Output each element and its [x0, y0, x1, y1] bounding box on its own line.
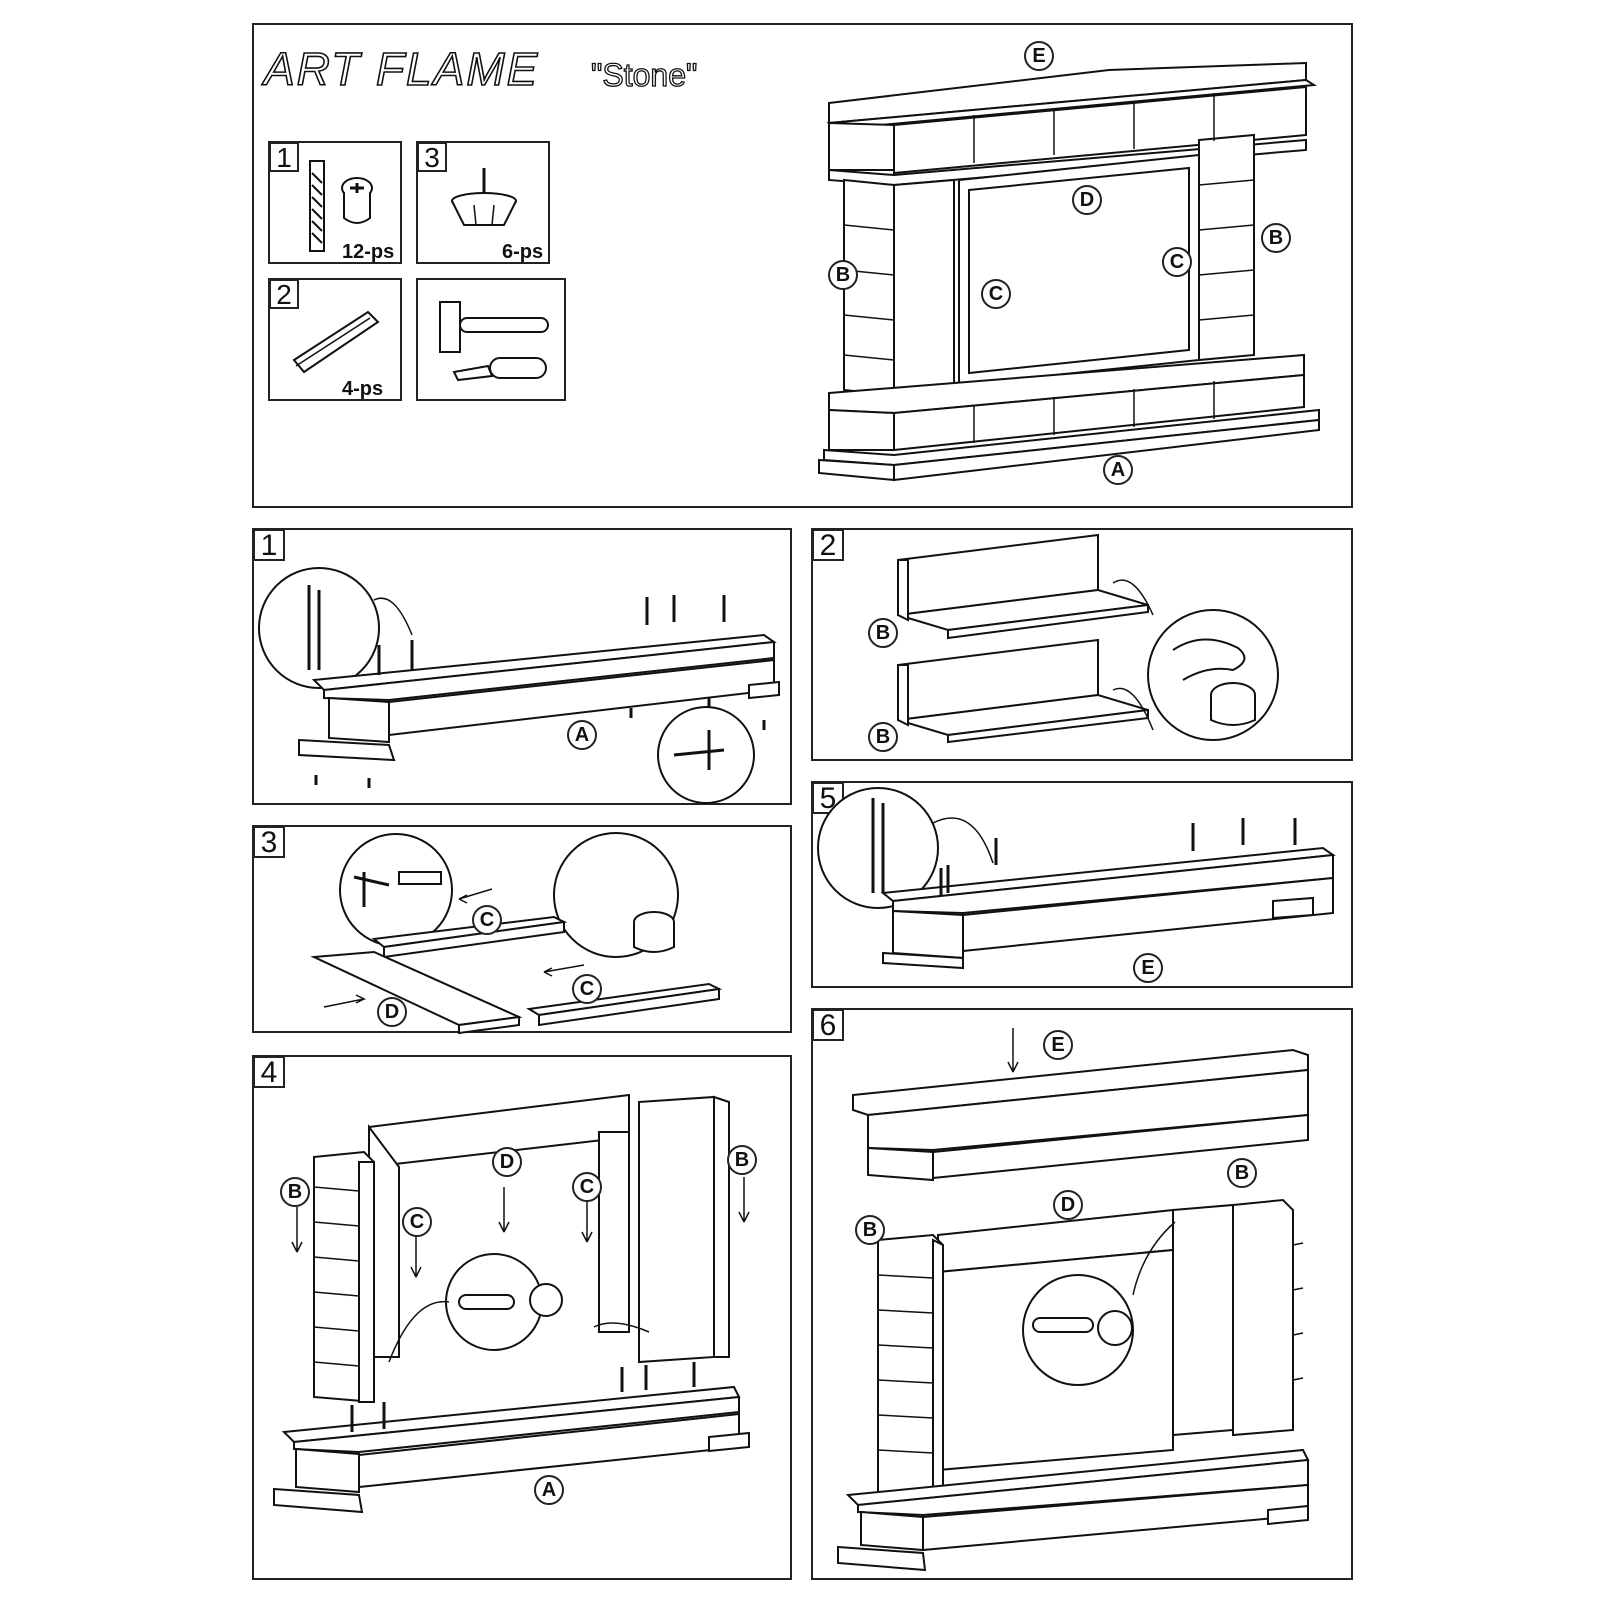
step-5-drawing	[817, 787, 1336, 970]
step-6-drawing	[837, 1028, 1310, 1572]
step-number: 2	[812, 529, 844, 561]
step-number: 6	[812, 1009, 844, 1041]
part-label-d: D	[492, 1147, 522, 1177]
part-label-b: B	[868, 618, 898, 648]
step-4-drawing	[273, 1093, 750, 1514]
hardware-number: 1	[269, 142, 299, 172]
part-label-b: B	[727, 1145, 757, 1175]
bolt-and-cam-lock-icon	[309, 160, 373, 252]
step-3-panel: 3 C C D	[252, 825, 792, 1035]
step-4-panel: 4	[252, 1055, 792, 1580]
hardware-qty: 4-ps	[342, 378, 384, 400]
part-label-b: B	[280, 1177, 310, 1207]
dowel-icon	[292, 310, 380, 374]
part-label-d: D	[377, 997, 407, 1027]
hammer-and-screwdriver-icon	[439, 301, 549, 382]
part-label-b: B	[868, 722, 898, 752]
part-label-b: B	[828, 260, 858, 290]
fireplace-overview-drawing	[818, 61, 1320, 482]
part-label-c: C	[472, 905, 502, 935]
part-label-b: B	[1227, 1158, 1257, 1188]
part-label-c: C	[1162, 247, 1192, 277]
hardware-box-tools	[416, 278, 566, 401]
step-number: 1	[253, 529, 285, 561]
furniture-glide-icon	[451, 168, 517, 226]
hardware-number: 3	[417, 142, 447, 172]
part-label-e: E	[1043, 1030, 1073, 1060]
overview-panel: ART FLAME "Stone" 1 12-ps 3 6-ps 2 4-ps	[252, 23, 1353, 508]
part-label-c: C	[572, 974, 602, 1004]
hardware-qty: 6-ps	[502, 241, 544, 263]
step-2-panel: 2 B B	[811, 528, 1353, 761]
part-label-e: E	[1133, 953, 1163, 983]
model-name: "Stone"	[590, 56, 698, 93]
hardware-box-bolts: 1 12-ps	[268, 141, 402, 264]
step-6-panel: 6 E B D B	[811, 1008, 1353, 1580]
step-3-drawing	[310, 832, 723, 1035]
hardware-box-dowels: 2 4-ps	[268, 278, 402, 401]
part-label-c: C	[981, 279, 1011, 309]
step-1-panel: 1 A	[252, 528, 792, 805]
hardware-box-glides: 3 6-ps	[416, 141, 550, 264]
step-2-drawing	[897, 533, 1279, 744]
part-label-b: B	[855, 1215, 885, 1245]
part-label-a: A	[534, 1475, 564, 1505]
part-label-d: D	[1053, 1190, 1083, 1220]
part-label-d: D	[1072, 185, 1102, 215]
step-number: 5	[812, 782, 844, 814]
step-5-panel: 5 E	[811, 781, 1353, 988]
hardware-number: 2	[269, 279, 299, 309]
part-label-b: B	[1261, 223, 1291, 253]
step-number: 4	[253, 1056, 285, 1088]
step-1-drawing	[258, 567, 780, 804]
brand-logo: ART FLAME	[263, 42, 540, 96]
part-label-a: A	[567, 720, 597, 750]
part-label-c: C	[402, 1207, 432, 1237]
hardware-qty: 12-ps	[342, 241, 395, 263]
part-label-a: A	[1103, 455, 1133, 485]
part-label-c: C	[572, 1172, 602, 1202]
step-number: 3	[253, 826, 285, 858]
part-label-e: E	[1024, 41, 1054, 71]
